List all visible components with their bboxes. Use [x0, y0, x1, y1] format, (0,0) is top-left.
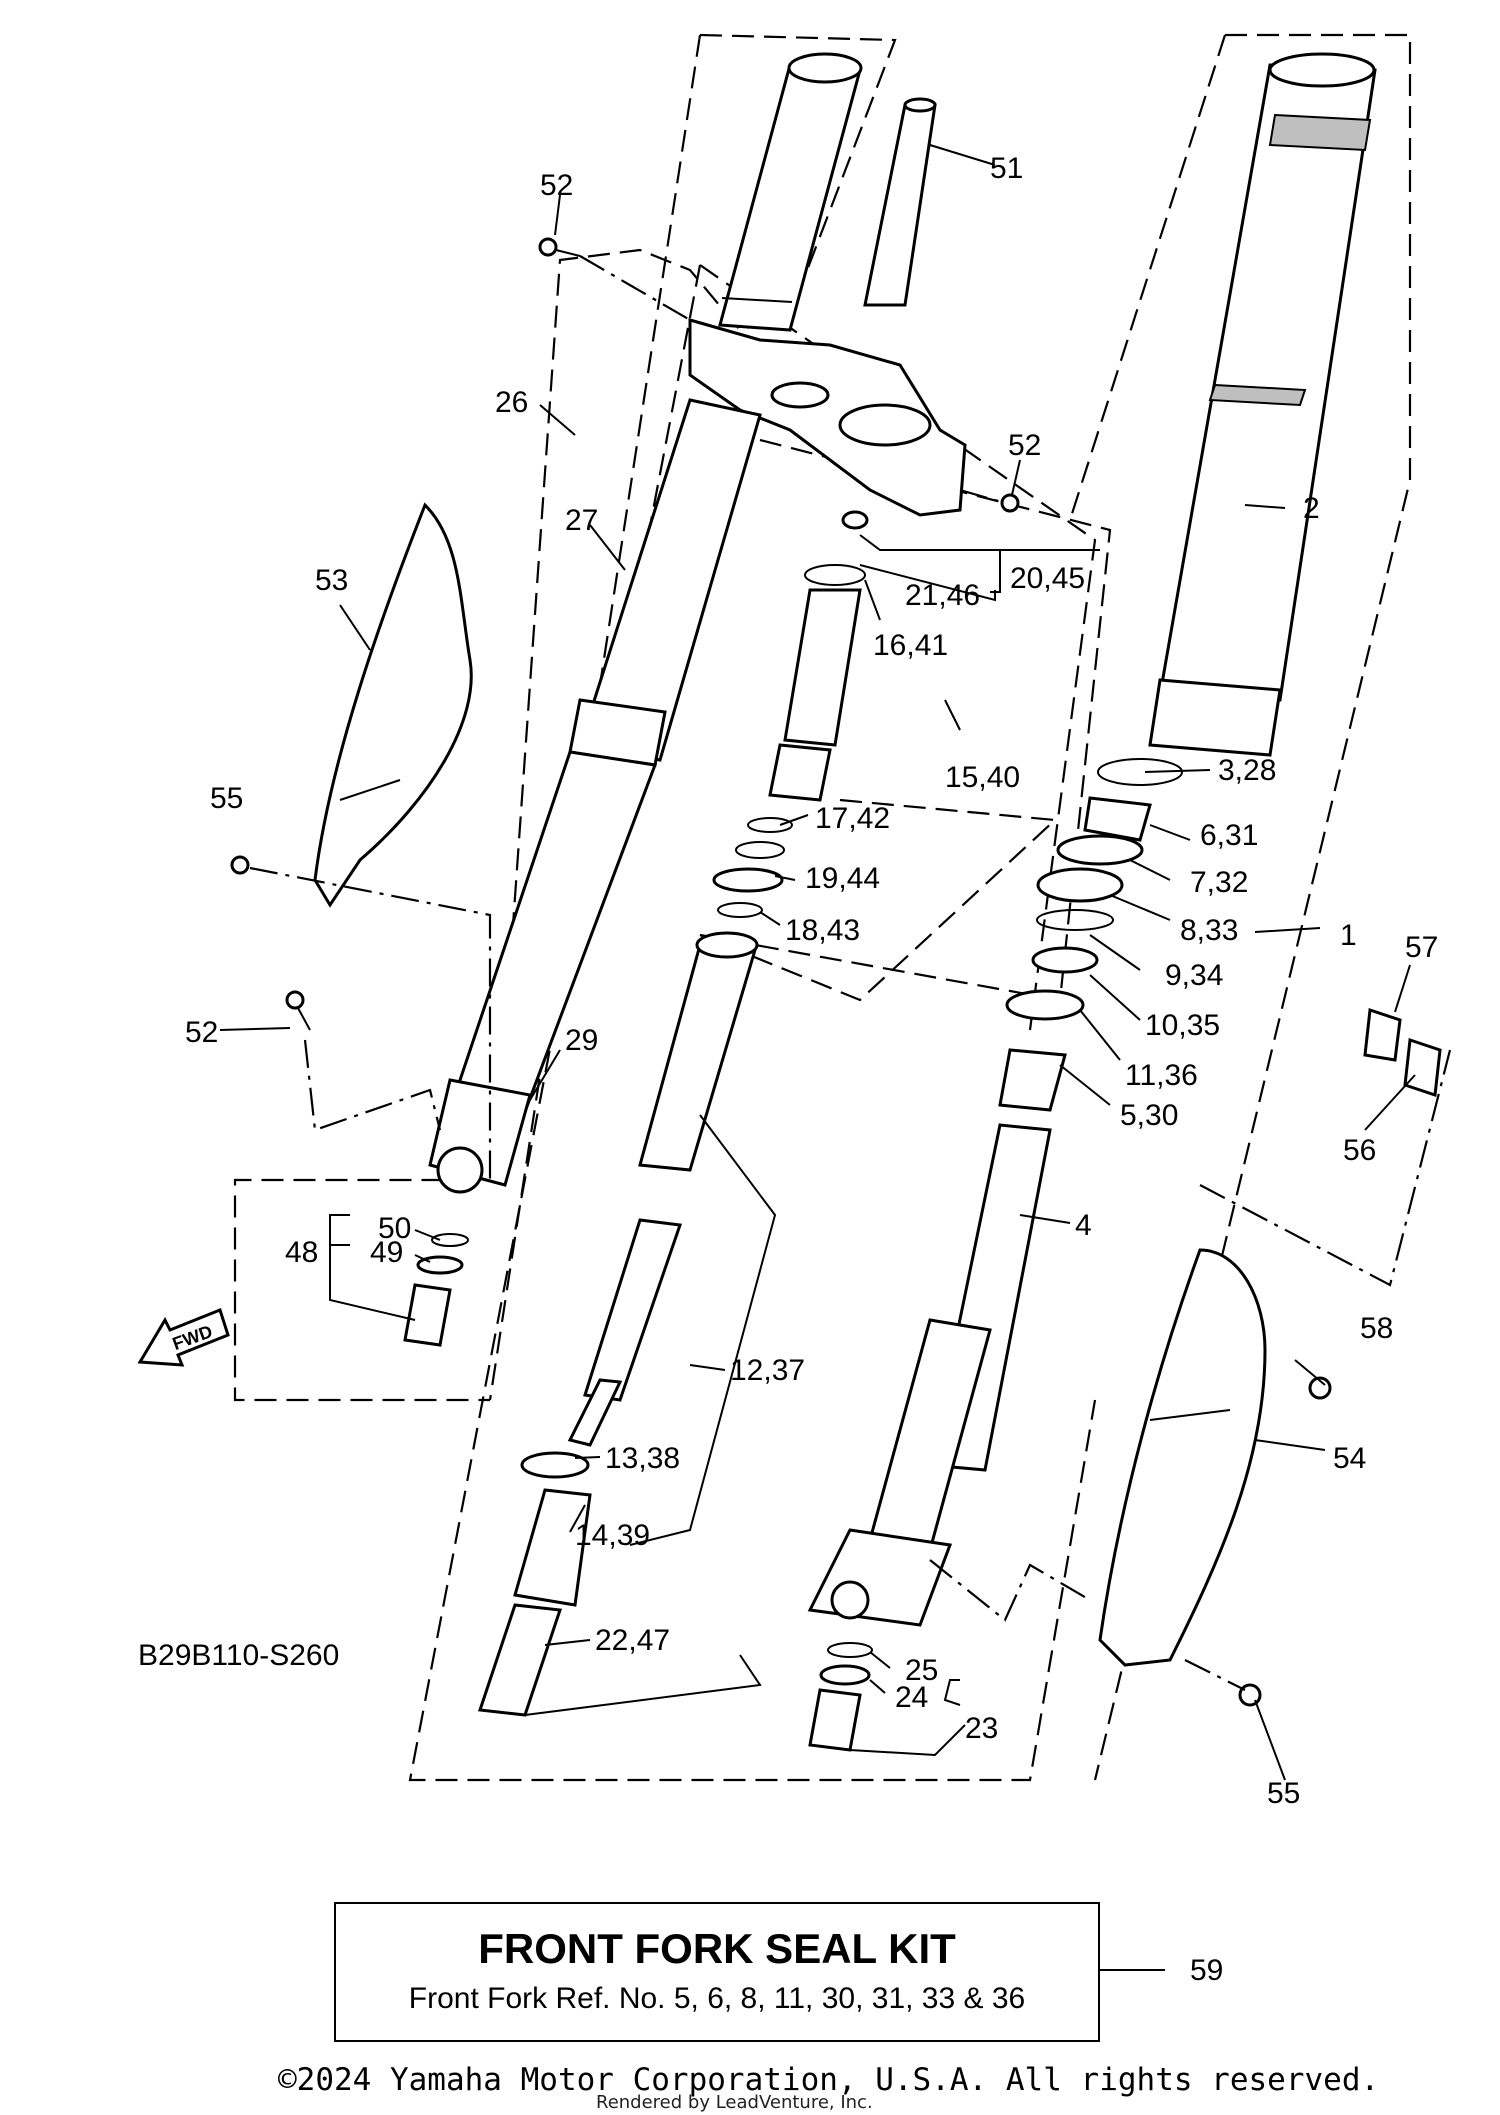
callout-5-30: 5,30	[1120, 1099, 1178, 1132]
callout-10-35: 10,35	[1145, 1009, 1220, 1042]
callout-1: 1	[1340, 919, 1357, 952]
damper-rod	[477, 931, 759, 1717]
callout-51: 51	[990, 152, 1023, 185]
seal-kit-title: FRONT FORK SEAL KIT	[478, 1925, 956, 1972]
callout-55: 55	[1267, 1777, 1300, 1810]
callout-52: 52	[1008, 429, 1041, 462]
callout-26: 26	[495, 386, 528, 419]
callout-29: 29	[565, 1024, 598, 1057]
callout-57: 57	[1405, 931, 1438, 964]
callout-16-41: 16,41	[873, 629, 948, 662]
callout-17-42: 17,42	[815, 802, 890, 835]
callout-24: 24	[895, 1681, 928, 1714]
callout-22-47: 22,47	[595, 1624, 670, 1657]
inner-tube-4	[807, 1123, 1052, 1752]
callout-21-46: 21,46	[905, 579, 980, 612]
callout-20-45: 20,45	[1010, 562, 1085, 595]
callout-8-33: 8,33	[1180, 914, 1238, 947]
upper-bracket	[688, 318, 967, 517]
fwd-arrow-icon: FWD	[137, 1308, 230, 1367]
callout-56: 56	[1343, 1134, 1376, 1167]
upper-tube-left	[718, 52, 863, 332]
leader-lines	[219, 144, 1416, 1971]
outer-tube-27	[428, 398, 762, 1194]
callout-14-39: 14,39	[575, 1519, 650, 1552]
callout-25: 25	[905, 1654, 938, 1687]
cartridge-parts	[712, 510, 869, 918]
assembly-lines	[249, 255, 1452, 1691]
callout-55: 55	[210, 782, 243, 815]
callout-6-31: 6,31	[1200, 819, 1258, 852]
callout-52: 52	[185, 1016, 218, 1049]
steering-stem-51	[863, 97, 937, 307]
callout-48: 48	[285, 1236, 318, 1269]
callout-13-38: 13,38	[605, 1442, 680, 1475]
fork-guard-53	[313, 502, 473, 908]
callout-19-44: 19,44	[805, 862, 880, 895]
callout-9-34: 9,34	[1165, 959, 1223, 992]
kit-ref-callout: 59	[1190, 1954, 1223, 1987]
callout-12-37: 12,37	[730, 1354, 805, 1387]
callout-58: 58	[1360, 1312, 1393, 1345]
callout-53: 53	[315, 564, 348, 597]
fork-guard-54	[1098, 1248, 1267, 1667]
callout-18-43: 18,43	[785, 914, 860, 947]
seal-kit-box: FRONT FORK SEAL KIT Front Fork Ref. No. …	[334, 1902, 1100, 2042]
callout-2: 2	[1303, 492, 1320, 525]
fasteners	[230, 237, 1442, 1707]
callout-52: 52	[540, 169, 573, 202]
diagram-code: B29B110-S260	[138, 1639, 339, 1672]
right-outer-tube-2	[1148, 52, 1377, 757]
callout-27: 27	[565, 504, 598, 537]
callout-labels: 51 52 52 26 27 2 20,45 21,46 16,41 53 15…	[138, 152, 1438, 1987]
copyright-notice: ©2024 Yamaha Motor Corporation, U.S.A. A…	[278, 2062, 1380, 2098]
seal-kit-subtitle: Front Fork Ref. No. 5, 6, 8, 11, 30, 31,…	[408, 1982, 1026, 2015]
callout-3-28: 3,28	[1218, 754, 1276, 787]
callout-50: 50	[378, 1212, 411, 1245]
callout-49: 49	[370, 1236, 403, 1269]
callout-7-32: 7,32	[1190, 866, 1248, 899]
seal-stack-right	[998, 758, 1183, 1112]
callout-15-40: 15,40	[945, 761, 1020, 794]
callout-4: 4	[1075, 1209, 1092, 1242]
callout-11-36: 11,36	[1125, 1059, 1198, 1092]
rendered-by-notice: Rendered by LeadVenture, Inc.	[596, 2092, 873, 2113]
callout-23: 23	[965, 1712, 998, 1745]
callout-54: 54	[1333, 1442, 1366, 1475]
